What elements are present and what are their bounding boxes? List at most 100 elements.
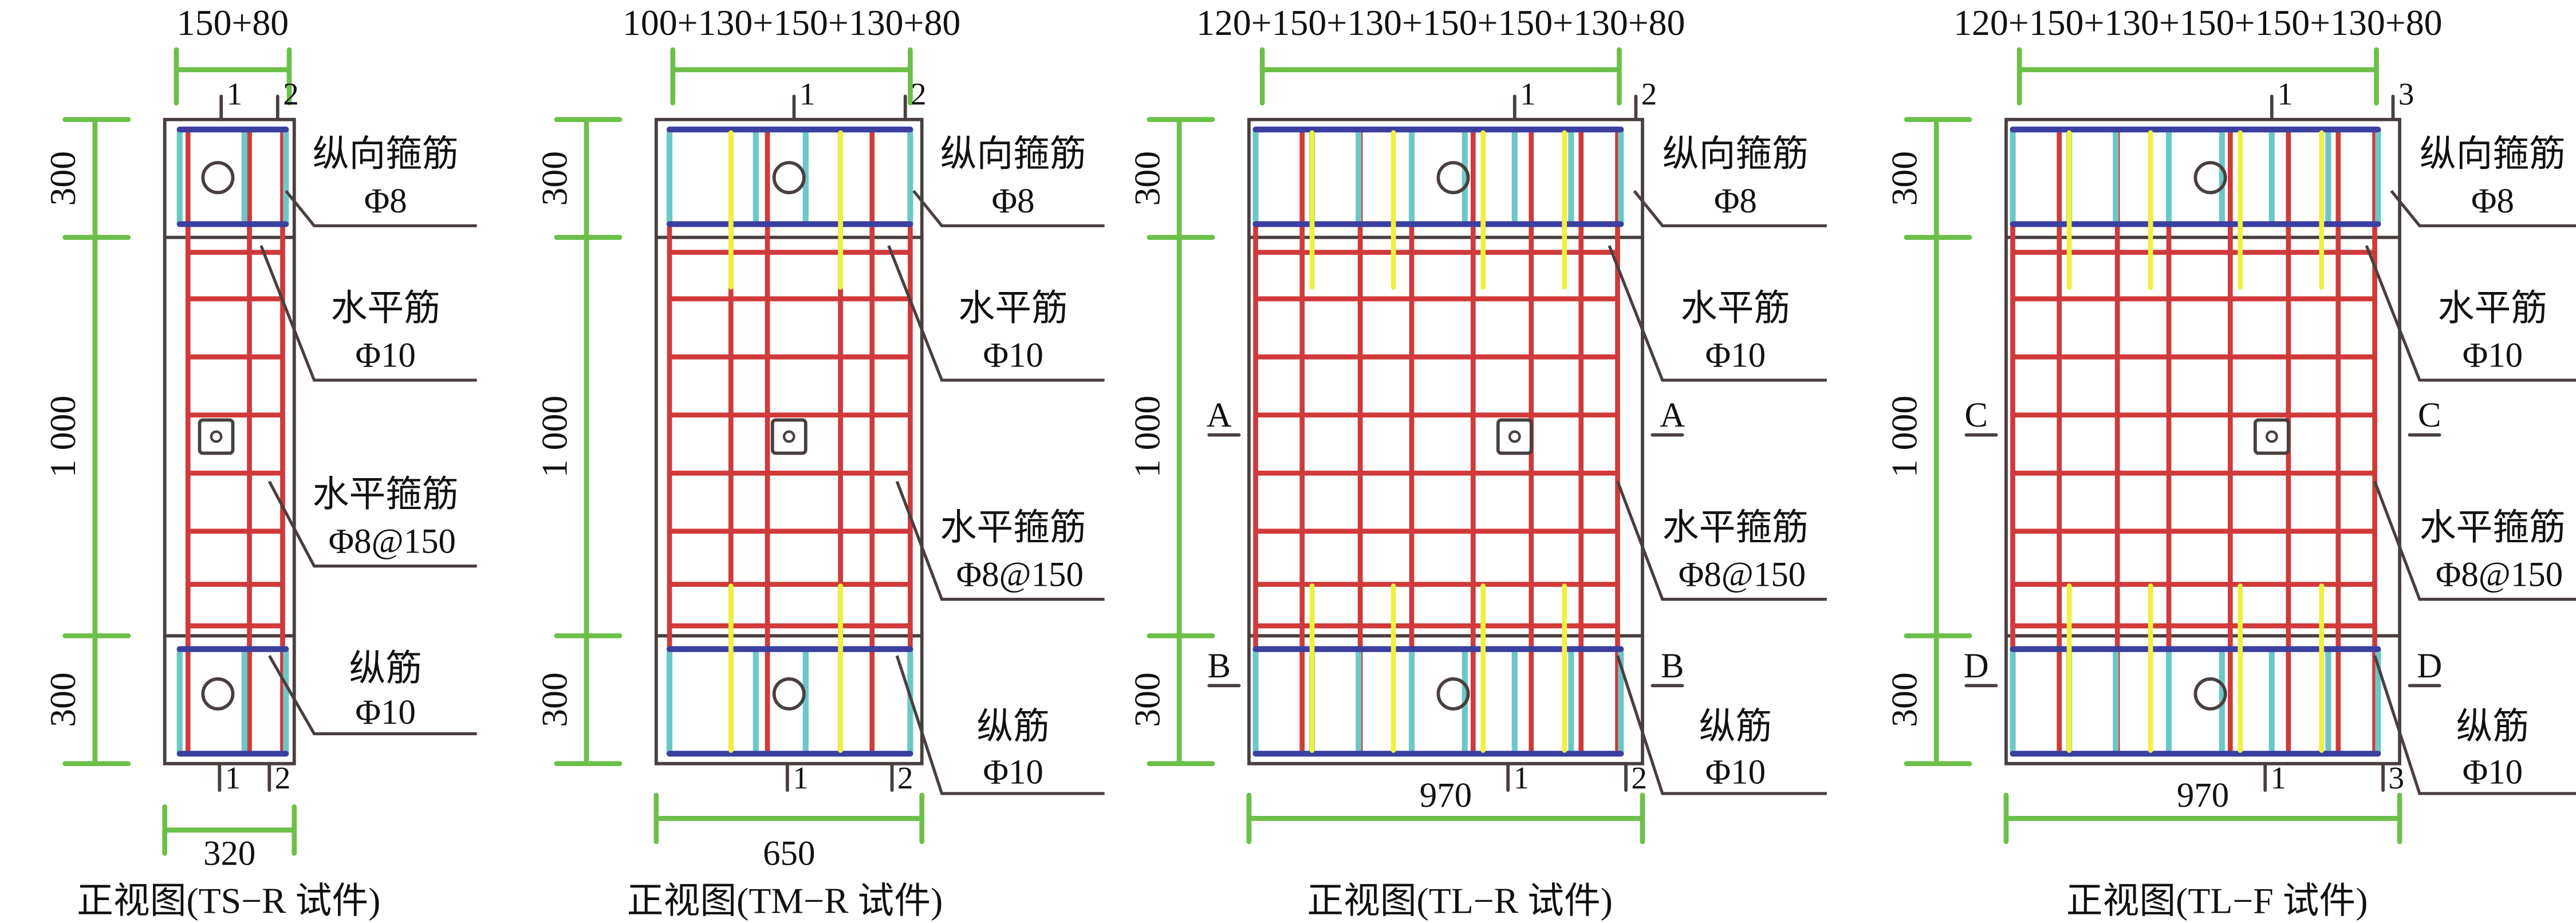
annotation-spec: Φ10	[1705, 753, 1766, 791]
cut-mark-label: D	[2417, 647, 2442, 685]
leader-line	[259, 245, 477, 382]
load-plate-icon	[770, 418, 808, 455]
hole-icon	[1436, 161, 1470, 195]
leader-line	[1633, 190, 1827, 227]
annotation-spec: Φ8@150	[1679, 555, 1806, 594]
left-dimension-label: 300	[42, 672, 83, 727]
section-mark-label: 1	[793, 760, 809, 795]
annotation-spec: Φ8@150	[329, 522, 456, 561]
hole-icon	[201, 677, 235, 711]
section-mark-label: 1	[2271, 760, 2287, 795]
cut-mark-label: D	[1964, 647, 1989, 685]
annotation-label: 纵筋	[2456, 706, 2530, 747]
leader-line	[895, 655, 1105, 795]
view-caption: 正视图(TM−R 试件)	[627, 881, 943, 921]
view-caption: 正视图(TL−R 试件)	[1307, 881, 1613, 921]
annotation-spec: Φ10	[2463, 337, 2523, 375]
hole-icon	[201, 161, 235, 195]
hole-icon	[2193, 677, 2227, 711]
specimen-outline	[1247, 117, 1644, 766]
section-mark-label: 1	[1520, 77, 1536, 112]
leader-line	[1616, 480, 1827, 601]
hole-icon	[1436, 677, 1470, 711]
plate-hole-icon	[2265, 430, 2278, 443]
view-caption: 正视图(TL−F 试件)	[2066, 881, 2368, 921]
left-dimension-label: 300	[1126, 672, 1167, 727]
annotation-label: 纵筋	[1699, 706, 1773, 747]
top-dimension-label: 100+130+150+130+80	[623, 2, 960, 43]
annotation-label: 水平箍筋	[940, 507, 1086, 547]
annotation-label: 纵向箍筋	[313, 133, 459, 174]
left-dimension-label: 1 000	[42, 396, 83, 478]
annotation-label: 纵向箍筋	[940, 133, 1086, 174]
annotation-spec: Φ10	[2463, 753, 2523, 791]
left-dimension-label: 300	[42, 151, 83, 206]
leader-line	[2373, 655, 2576, 795]
annotation-spec: Φ10	[1705, 337, 1766, 375]
leader-line	[285, 190, 477, 227]
annotation-label: 水平筋	[959, 288, 1068, 329]
leader-line	[1616, 655, 1827, 795]
width-dimension-label: 970	[1420, 776, 1472, 815]
section-mark-label: 2	[911, 77, 927, 112]
annotation-spec: Φ10	[983, 753, 1043, 791]
left-dimension-label: 300	[534, 151, 574, 206]
plate-hole-icon	[782, 430, 795, 443]
annotation-label: 纵筋	[349, 648, 422, 689]
leader-line	[2390, 190, 2576, 227]
load-plate-icon	[2253, 418, 2290, 455]
leader-line	[895, 480, 1105, 601]
load-plate-icon	[198, 418, 235, 455]
section-mark-label: 2	[275, 760, 291, 795]
top-dimension-label: 120+150+130+150+150+130+80	[1196, 2, 1685, 43]
section-mark-label: 3	[2398, 77, 2414, 112]
hole-icon	[772, 161, 806, 195]
cut-mark-label: B	[1207, 647, 1231, 685]
panel-2: 100+130+150+130+80 1 2 1 2 300 1 000 300 650 正视图(…	[534, 2, 1105, 921]
view-caption: 正视图(TS−R 试件)	[77, 881, 380, 921]
left-dimension-label: 1 000	[1884, 396, 1924, 478]
annotation-label: 水平筋	[331, 288, 440, 329]
section-mark-label: 1	[227, 77, 243, 112]
section-mark-label: 2	[283, 77, 299, 112]
leader-line	[1608, 245, 1827, 382]
annotation-spec: Φ8	[1714, 182, 1757, 220]
left-dimension-label: 300	[534, 672, 574, 727]
width-dimension-label: 650	[763, 835, 815, 873]
section-mark-label: 1	[1514, 760, 1530, 795]
left-dimension-label: 1 000	[534, 396, 574, 478]
annotation-label: 水平箍筋	[313, 474, 459, 514]
annotation-label: 纵筋	[976, 706, 1050, 747]
annotation-spec: Φ10	[983, 337, 1043, 375]
specimen-outline	[654, 117, 924, 766]
section-mark-label: 3	[2388, 760, 2404, 795]
leader-line	[268, 654, 477, 736]
left-dimension-label: 300	[1884, 151, 1924, 206]
cut-mark-label: B	[1661, 647, 1684, 685]
cut-mark-label: C	[1964, 396, 1988, 435]
annotation-spec: Φ10	[356, 693, 416, 732]
leader-line	[912, 190, 1105, 227]
annotation-spec: Φ10	[356, 337, 416, 375]
width-dimension-label: 320	[203, 835, 255, 873]
cut-mark-label: A	[1660, 396, 1685, 435]
width-dimension-label: 970	[2177, 776, 2229, 815]
left-dimension-label: 300	[1126, 151, 1167, 206]
cut-mark-label: C	[2418, 396, 2441, 435]
hole-icon	[2193, 161, 2227, 195]
section-mark-label: 1	[799, 77, 816, 112]
annotation-label: 纵向箍筋	[1663, 133, 1809, 174]
top-dimension-label: 150+80	[177, 2, 289, 43]
load-plate-icon	[1496, 418, 1533, 455]
section-mark-label: 1	[225, 760, 241, 795]
section-mark-label: 2	[1641, 77, 1657, 112]
section-mark-label: 2	[897, 760, 913, 795]
top-dimension-label: 120+150+130+150+150+130+80	[1953, 2, 2442, 43]
plate-hole-icon	[1508, 430, 1521, 443]
specimen-outline	[163, 117, 296, 766]
annotation-label: 水平箍筋	[1663, 507, 1809, 547]
hole-icon	[772, 677, 806, 711]
